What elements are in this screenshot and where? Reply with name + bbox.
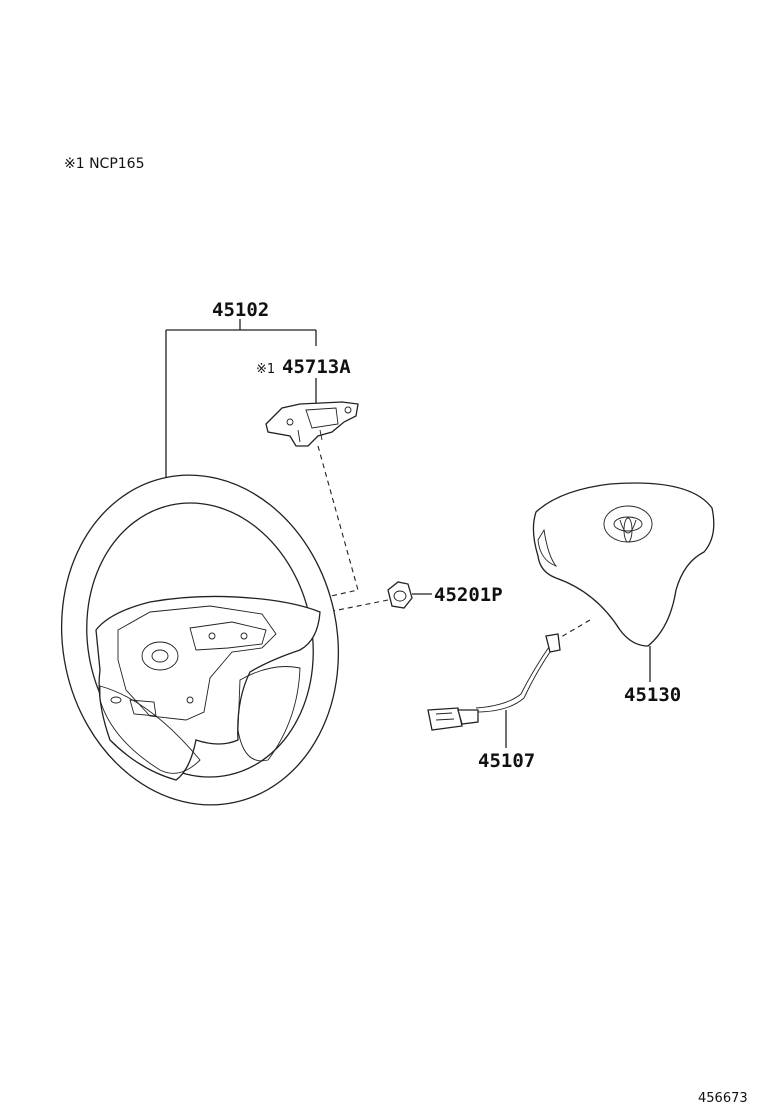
label-45102: 45102 xyxy=(212,299,269,321)
dash-harness xyxy=(555,619,591,641)
model-note: ※1 NCP165 xyxy=(64,156,145,172)
label-45130: 45130 xyxy=(624,684,681,706)
airbag-part-icon xyxy=(532,482,715,647)
bracket-45102 xyxy=(165,319,317,478)
harness-part-icon xyxy=(427,633,561,731)
label-45201p: 45201P xyxy=(434,584,503,606)
steering-wheel-icon xyxy=(60,474,340,806)
label-45713a-prefix: ※1 xyxy=(256,362,275,377)
label-45107: 45107 xyxy=(478,750,535,772)
nut-part-icon xyxy=(387,581,413,609)
label-45713a: 45713A xyxy=(282,356,351,378)
switch-part-icon xyxy=(265,401,359,447)
dash-switch xyxy=(249,445,359,615)
figure-id: 456673 xyxy=(698,1091,748,1106)
